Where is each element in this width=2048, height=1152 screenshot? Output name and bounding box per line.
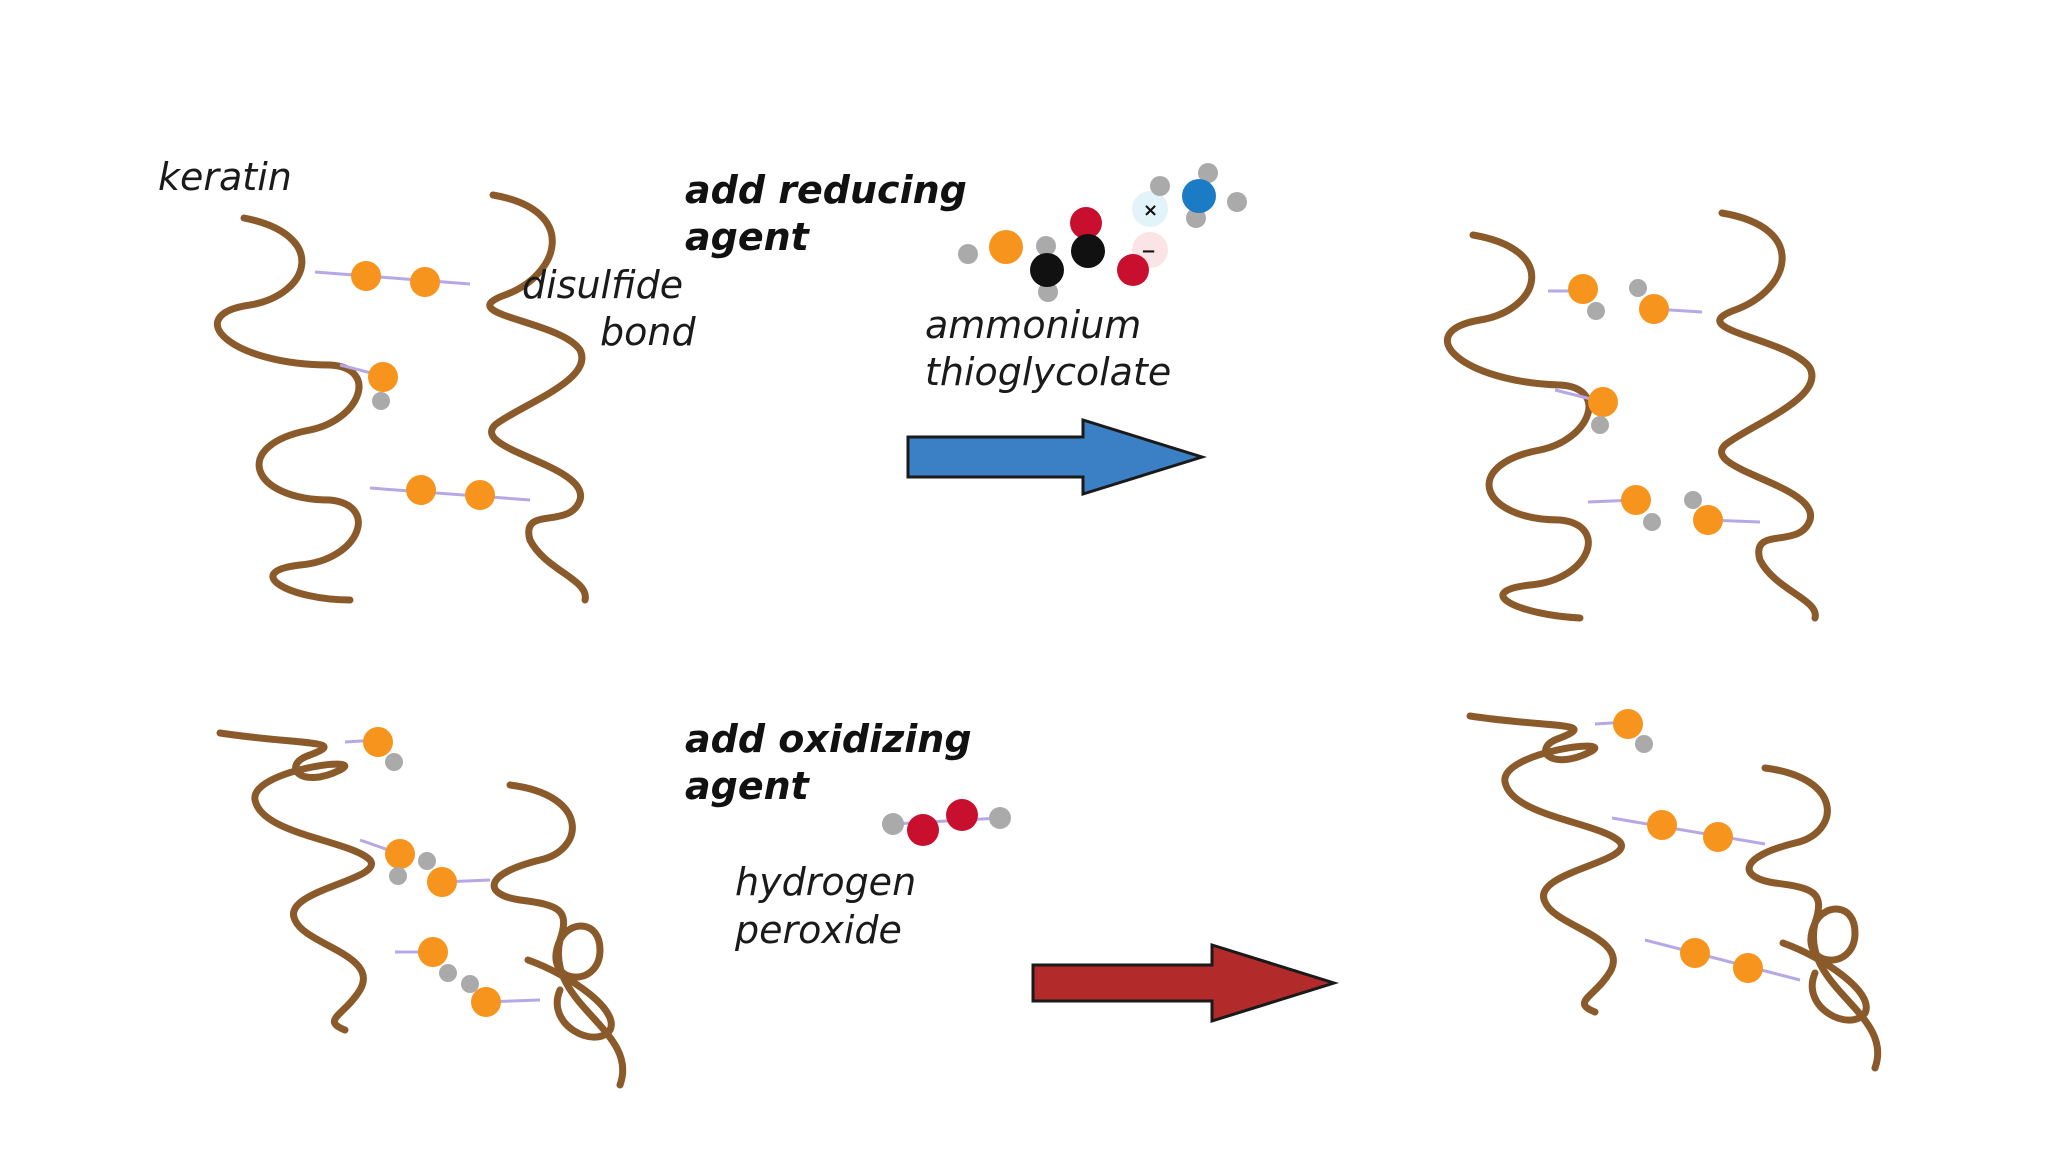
hydrogen-atom [882, 813, 904, 835]
keratin-strand-right [1716, 209, 1819, 622]
keratin-strand-right [490, 781, 627, 1089]
charge-halo [1132, 191, 1168, 227]
keratin-final [1466, 709, 1882, 1072]
sulfur-atom [410, 267, 440, 297]
sulfur-atom [465, 480, 495, 510]
keratin-strand-left [216, 729, 375, 1034]
bond-line [314, 270, 471, 286]
hydrogen-atom [1629, 279, 1647, 297]
hydrogen-atom [418, 852, 436, 870]
hydrogen-atom [1038, 282, 1058, 302]
hydrogen-atom [372, 392, 390, 410]
bond-line [1644, 938, 1801, 982]
oxygen-atom [946, 799, 978, 831]
sulfur-atom [1568, 274, 1598, 304]
plus-charge-symbol: × [1143, 200, 1158, 221]
keratin-strand-loop [524, 956, 615, 1041]
sulfur-atom [1621, 485, 1651, 515]
hydrogen-atom [1684, 491, 1702, 509]
sulfur-atom [351, 261, 381, 291]
keratin-strand-loop [1779, 939, 1870, 1024]
label-hydrogen: hydrogen [735, 860, 916, 904]
sulfur-atom [1588, 387, 1618, 417]
keratin-strand-left [1443, 231, 1593, 622]
keratin-strand-left [213, 214, 363, 604]
bond-line [1611, 816, 1766, 846]
reduce-arrow-icon [906, 417, 1208, 497]
hydrogen-peroxide-molecule [882, 799, 1011, 846]
hydrogen-atom [461, 975, 479, 993]
label-ammonium: ammonium [925, 303, 1141, 347]
hydrogen-atom [439, 964, 457, 982]
hydrogen-atom [1591, 416, 1609, 434]
hydrogen-atom [958, 244, 978, 264]
hydrogen-atom [1186, 208, 1206, 228]
keratin-initial [213, 191, 589, 604]
hydrogen-atom [1227, 192, 1247, 212]
nitrogen-atom [1182, 179, 1216, 213]
sulfur-atom [1693, 505, 1723, 535]
hydrogen-atom [1198, 163, 1218, 183]
sulfur-atom [471, 987, 501, 1017]
label-thioglycolate: thioglycolate [925, 350, 1171, 394]
label-add-oxidizing: add oxidizing [685, 717, 972, 761]
sulfur-atom [385, 839, 415, 869]
hydrogen-atom [389, 867, 407, 885]
hydrogen-atom [1643, 513, 1661, 531]
oxygen-atom [1117, 254, 1149, 286]
sulfur-atom [1680, 938, 1710, 968]
oxidize-arrow-icon [1031, 942, 1340, 1024]
oxygen-atom [907, 814, 939, 846]
sulfur-atom [406, 475, 436, 505]
hydrogen-atom [1635, 735, 1653, 753]
bond-line [369, 486, 531, 502]
label-peroxide: peroxide [734, 908, 902, 952]
sulfur-atom [427, 867, 457, 897]
sulfur-atom [1613, 709, 1643, 739]
keratin-reduced [1443, 209, 1819, 622]
ammonium-thioglycolate-molecule: × − [958, 163, 1247, 302]
carbon-atom [1030, 253, 1064, 287]
label-disulfide: disulfide [522, 263, 683, 307]
label-oxidizing-agent: agent [685, 764, 811, 808]
keratin-strand-left [1466, 712, 1625, 1016]
hydrogen-atom [1587, 302, 1605, 320]
sulfur-atom [989, 230, 1023, 264]
label-reducing-agent: agent [685, 215, 811, 259]
label-add-reducing: add reducing [685, 168, 967, 212]
keratin-strand-right [486, 191, 589, 604]
keratin-strand-right [1745, 764, 1882, 1072]
carbon-atom [1071, 234, 1105, 268]
hydrogen-atom [1150, 176, 1170, 196]
minus-charge-symbol: − [1141, 241, 1156, 262]
hydrogen-atom [385, 753, 403, 771]
sulfur-atom [1703, 822, 1733, 852]
sulfur-atom [1647, 810, 1677, 840]
label-bond: bond [600, 310, 696, 354]
sulfur-atom [1733, 953, 1763, 983]
oxygen-atom [1070, 207, 1102, 239]
hydrogen-atom [1036, 236, 1056, 256]
sulfur-atom [368, 362, 398, 392]
sulfur-atom [363, 727, 393, 757]
sulfur-atom [1639, 294, 1669, 324]
keratin-reshaped [216, 727, 627, 1089]
label-keratin: keratin [158, 155, 292, 199]
hydrogen-atom [989, 807, 1011, 829]
sulfur-atom [418, 937, 448, 967]
